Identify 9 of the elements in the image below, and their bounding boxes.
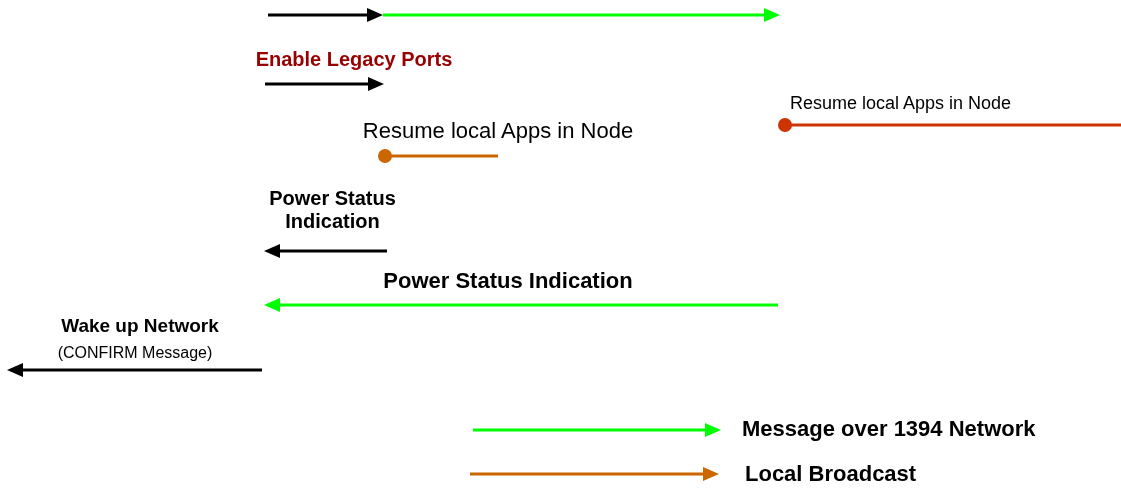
arrow-label: Resume local Apps in Node [790, 93, 1013, 114]
arrow-label: Power Status Indication [268, 187, 397, 233]
legend-label: Local Broadcast [745, 461, 917, 487]
arrow-label: Enable Legacy Ports [254, 48, 454, 71]
arrow-label: Power Status Indication [382, 268, 634, 294]
arrow-label: (CONFIRM Message) [56, 344, 214, 363]
legend-label: Message over 1394 Network [742, 416, 1036, 442]
arrow-label: Resume local Apps in Node [361, 118, 635, 144]
arrow-label: Wake up Network [60, 315, 220, 337]
